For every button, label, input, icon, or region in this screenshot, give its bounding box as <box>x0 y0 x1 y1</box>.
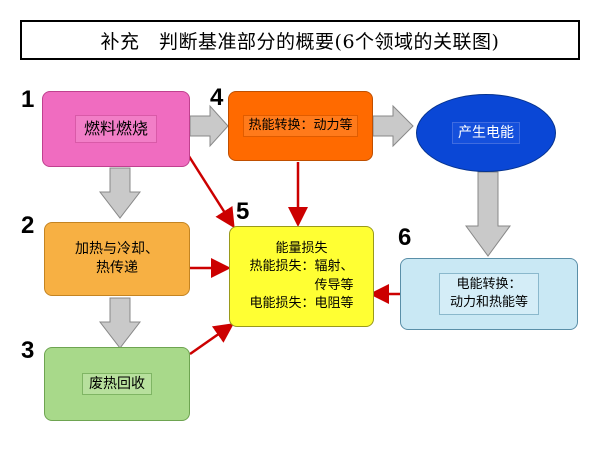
node-generate-electricity: 产生电能 <box>416 94 556 172</box>
node-heating-cooling-line1: 加热与冷却、 <box>75 241 159 258</box>
node-electric-conversion: 电能转换： 动力和热能等 <box>400 258 578 330</box>
node-number-6: 6 <box>398 224 412 251</box>
node-number-3: 3 <box>21 337 35 364</box>
node-generate-electricity-label: 产生电能 <box>452 121 520 145</box>
red-arrow-1-to-5 <box>183 149 235 229</box>
gray-arrow-1-to-4 <box>189 104 229 148</box>
page-title: 补充 判断基准部分的概要(6个领域的关联图) <box>100 30 500 53</box>
node-energy-loss-line3: 传导等 <box>314 277 354 293</box>
node-waste-heat-recovery-label: 废热回收 <box>82 372 152 396</box>
node-number-4: 4 <box>210 84 224 111</box>
node-energy-loss-line2: 热能损失：辐射、 <box>249 259 354 275</box>
gray-arrow-4-to-gen <box>372 104 414 148</box>
node-waste-heat-recovery: 废热回收 <box>44 347 190 421</box>
node-heating-cooling: 加热与冷却、 热传递 <box>44 222 190 296</box>
red-arrow-3-to-5 <box>189 323 235 356</box>
node-energy-loss-line1: 能量损失 <box>275 241 328 257</box>
node-number-1: 1 <box>21 86 35 113</box>
node-heating-cooling-line2: 热传递 <box>96 260 138 276</box>
node-heat-conversion-label: 热能转换：动力等 <box>243 115 358 137</box>
node-heat-conversion: 热能转换：动力等 <box>228 91 373 161</box>
gray-arrow-1-to-2 <box>98 167 142 219</box>
gray-arrow-2-to-3 <box>98 297 142 349</box>
node-number-2: 2 <box>21 212 35 239</box>
node-electric-conversion-line1: 电能转换： <box>456 277 522 293</box>
title-box: 补充 判断基准部分的概要(6个领域的关联图) <box>20 20 580 60</box>
gray-arrow-gen-to-6 <box>465 171 511 257</box>
node-electric-conversion-line2: 动力和热能等 <box>449 295 528 310</box>
node-energy-loss-line4: 电能损失：电阻等 <box>249 295 354 311</box>
node-energy-loss: 能量损失 热能损失：辐射、 传导等 电能损失：电阻等 <box>229 226 374 327</box>
node-fuel-combustion: 燃料燃烧 <box>42 91 190 167</box>
node-number-5: 5 <box>236 198 250 225</box>
node-fuel-combustion-label: 燃料燃烧 <box>74 115 157 143</box>
